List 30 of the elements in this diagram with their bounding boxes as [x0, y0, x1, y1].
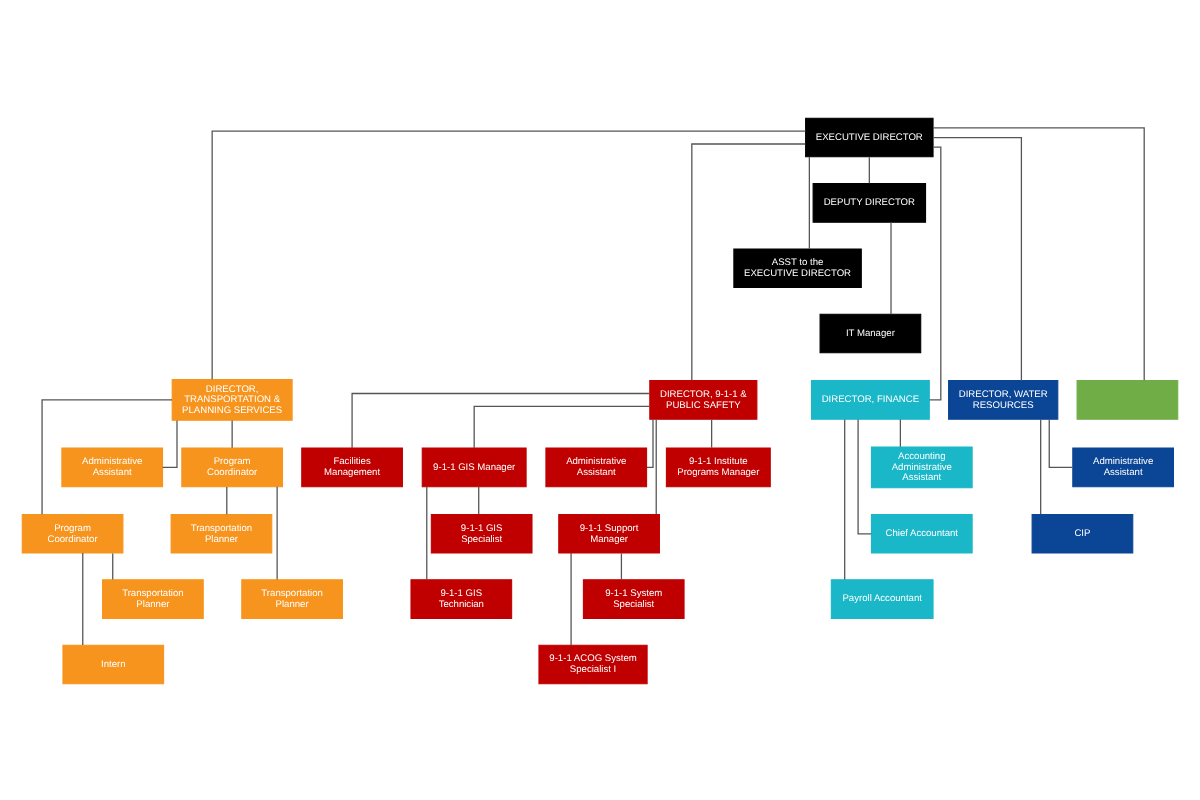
- connector: [478, 485, 480, 514]
- connector: [844, 417, 846, 580]
- connector: [112, 551, 114, 580]
- connector: [1040, 417, 1042, 514]
- connector: [890, 220, 892, 314]
- connector: [899, 417, 902, 447]
- connector: [426, 485, 428, 580]
- connector: [276, 485, 278, 580]
- connector: [711, 417, 713, 448]
- connector: [570, 551, 572, 645]
- connector: [646, 417, 654, 468]
- connector: [857, 417, 872, 534]
- connector: [473, 404, 651, 448]
- connector: [620, 551, 623, 580]
- connector: [808, 155, 810, 249]
- node-box: [1076, 379, 1179, 419]
- connector: [231, 418, 233, 448]
- connector: [928, 145, 942, 400]
- connector: [655, 417, 657, 514]
- connector: [932, 135, 1023, 381]
- connector: [161, 418, 178, 468]
- connector: [82, 551, 84, 645]
- connector: [211, 129, 807, 379]
- connector: [351, 391, 651, 448]
- connector: [868, 155, 870, 183]
- connector: [41, 398, 173, 514]
- connector: [226, 485, 228, 514]
- connector: [691, 142, 806, 380]
- connector: [932, 126, 1145, 380]
- connector: [1048, 417, 1074, 468]
